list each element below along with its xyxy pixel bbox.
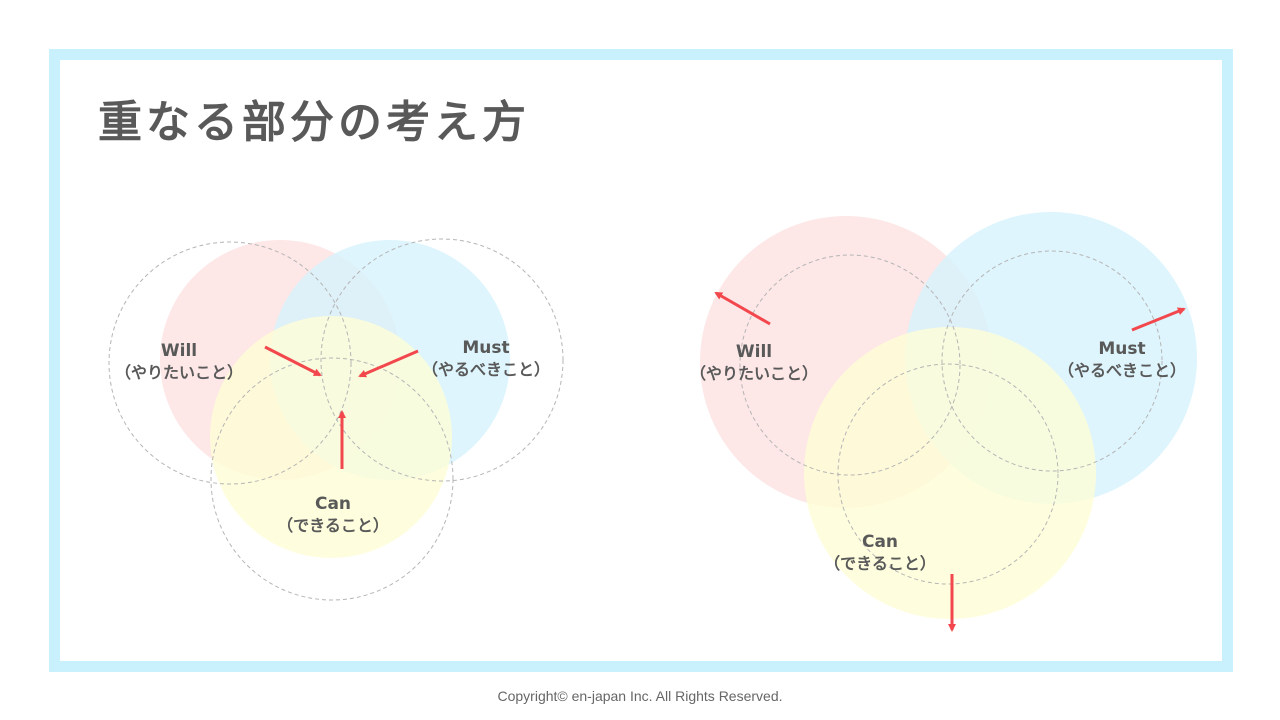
arrow-will-outward — [714, 291, 771, 326]
must-dashed-circle — [941, 250, 1163, 472]
will-dashed-circle — [739, 254, 961, 476]
label-can-right: Can （できること） — [824, 532, 936, 573]
arrow-must-inward — [358, 349, 419, 378]
will-dashed-circle — [108, 241, 352, 485]
label-will-right: Will （やりたいこと） — [689, 342, 819, 383]
can-circle — [210, 316, 452, 558]
copyright-footer: Copyright© en-japan Inc. All Rights Rese… — [497, 688, 783, 704]
must-dashed-circle — [320, 238, 564, 482]
label-can-left: Can （できること） — [277, 494, 389, 535]
can-dashed-circle — [210, 357, 454, 601]
label-must-right: Must （やるべきこと） — [1057, 339, 1187, 380]
label-will-left: Will （やりたいこと） — [114, 341, 244, 382]
can-dashed-circle — [837, 363, 1059, 585]
arrow-will-inward — [264, 345, 322, 377]
diagram-converging — [108, 238, 564, 601]
slide-title: 重なる部分の考え方 — [98, 97, 530, 148]
arrow-must-outward — [1131, 307, 1186, 332]
diagram-expanding — [700, 212, 1197, 632]
label-must-left: Must （やるべきこと） — [421, 338, 551, 379]
can-circle — [804, 327, 1096, 619]
